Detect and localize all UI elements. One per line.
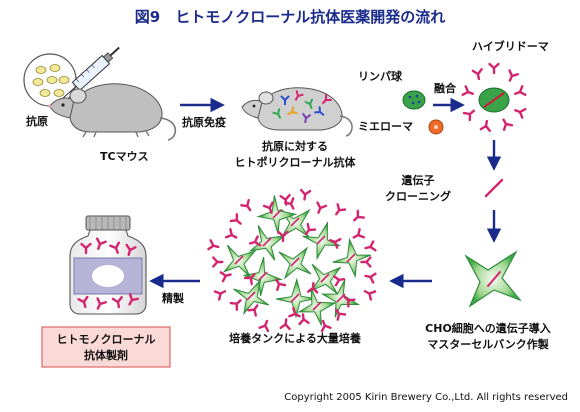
antigen-label: 抗原	[26, 114, 48, 128]
tc-mouse-illustration	[48, 46, 177, 141]
culture-cell	[222, 244, 257, 278]
cho-label-line2: マスターセルバンク作製	[427, 337, 550, 351]
lymphocyte-label: リンパ球	[358, 69, 403, 83]
polyclonal-label-line2: ヒトポリクローナル抗体	[235, 155, 357, 169]
antibody-icon	[363, 270, 377, 284]
antibody-icon	[219, 269, 233, 283]
immunized-mouse-illustration	[241, 87, 353, 137]
antibody-icon	[313, 201, 328, 216]
product-bottle	[69, 215, 147, 315]
culture-cell-cluster	[207, 188, 377, 333]
cho-cell	[464, 250, 522, 308]
lymphocyte-cell	[402, 90, 426, 110]
myeloma-cell	[428, 119, 444, 135]
antibody-icon	[212, 256, 224, 268]
antibody-icon	[229, 295, 245, 311]
gene-fragment-icon	[484, 178, 504, 198]
antibody-icon	[361, 286, 377, 301]
antibody-icon	[229, 213, 245, 229]
tc-mouse-label: TCマウス	[100, 150, 149, 163]
purification-label: 精製	[162, 291, 185, 305]
antigen-bubble	[23, 53, 77, 107]
product-label-line1: ヒトモノクローナル	[57, 333, 156, 346]
culture-label: 培養タンクによる大量培養	[229, 331, 361, 345]
antibody-icon	[207, 239, 221, 253]
fusion-label: 融合	[434, 81, 457, 95]
hybridoma-label: ハイブリドーマ	[472, 39, 549, 53]
immunization-label: 抗原免疫	[182, 115, 226, 129]
polyclonal-label-line1: 抗原に対する	[262, 139, 328, 153]
gene-cloning-label-line2: クローニング	[385, 189, 451, 203]
hybridoma-cell	[461, 62, 527, 132]
antibody-icon	[298, 188, 312, 202]
antibody-icon	[349, 209, 366, 225]
antibody-icon	[224, 228, 240, 243]
cho-label-line1: CHO細胞への遺伝子導入	[425, 321, 551, 335]
page-title: 図9 ヒトモノクローナル抗体医薬開発の流れ	[135, 8, 445, 26]
antibody-icon	[363, 240, 377, 254]
copyright-text: Copyright 2005 Kirin Brewery Co.,Ltd. Al…	[284, 392, 568, 403]
product-label-line2: 抗体製剤	[84, 348, 128, 362]
antibody-icon	[350, 228, 366, 243]
antibody-icon	[258, 318, 273, 333]
antibody-icon	[279, 317, 292, 331]
antibody-icon	[213, 286, 229, 301]
antibody-icon	[331, 203, 347, 219]
antibody-icon	[240, 198, 256, 214]
gene-cloning-label-line1: 遺伝子	[401, 173, 435, 187]
myeloma-label: ミエローマ	[358, 120, 413, 133]
product-box	[41, 326, 171, 368]
